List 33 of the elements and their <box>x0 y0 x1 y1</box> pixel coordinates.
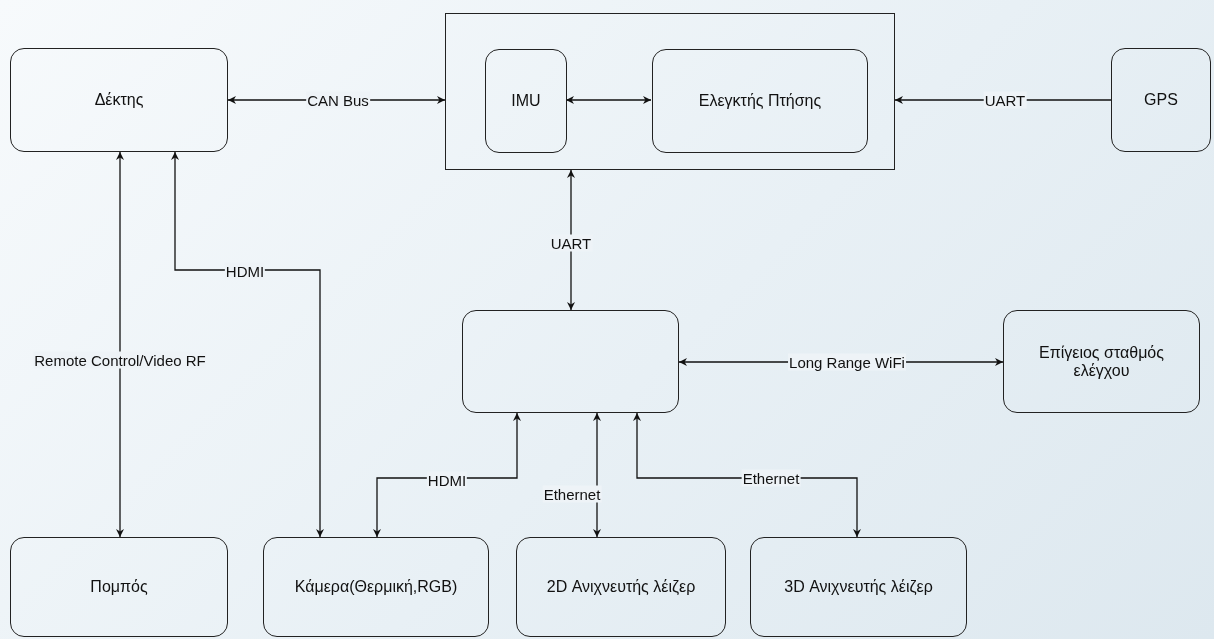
arrow <box>565 96 652 104</box>
edge-label: Long Range WiFi <box>788 353 906 371</box>
empty-box <box>445 13 895 170</box>
edge-label: UART <box>983 91 1027 109</box>
process-box <box>750 537 967 637</box>
process-box <box>10 48 228 152</box>
arrow <box>171 151 324 538</box>
edge-label: CAN Bus <box>306 91 370 109</box>
arrow <box>567 169 575 311</box>
node-label: 3D Ανιχνευτής λέιζερ <box>783 578 934 596</box>
edge-label: Ethernet <box>542 485 602 503</box>
node-label: Δέκτης <box>93 91 145 109</box>
arrow <box>116 151 124 538</box>
node-label: 2D Ανιχνευτής λέιζερ <box>545 578 697 596</box>
edge-label: Ethernet <box>741 469 801 487</box>
process-box <box>1111 48 1211 152</box>
process-box <box>263 537 489 637</box>
node-label: Κάμερα(Θερμική,RGB) <box>293 578 459 596</box>
empty-box <box>462 310 679 413</box>
edge-label: HDMI <box>426 471 468 489</box>
edge-label: UART <box>549 234 593 252</box>
node-label: Πομπός <box>89 578 149 596</box>
process-box <box>516 537 726 637</box>
node-label: Επίγειος σταθμός ελέγχου <box>1038 343 1165 380</box>
process-box <box>652 49 868 153</box>
process-box <box>10 537 228 637</box>
process-box <box>1003 310 1200 413</box>
arrow <box>593 412 601 538</box>
node-label: Ελεγκτής Πτήσης <box>697 92 823 110</box>
node-label: IMU <box>510 92 542 110</box>
node-label: GPS <box>1143 91 1179 109</box>
process-box <box>485 49 567 153</box>
edge-label: Remote Control/Video RF <box>33 351 207 369</box>
